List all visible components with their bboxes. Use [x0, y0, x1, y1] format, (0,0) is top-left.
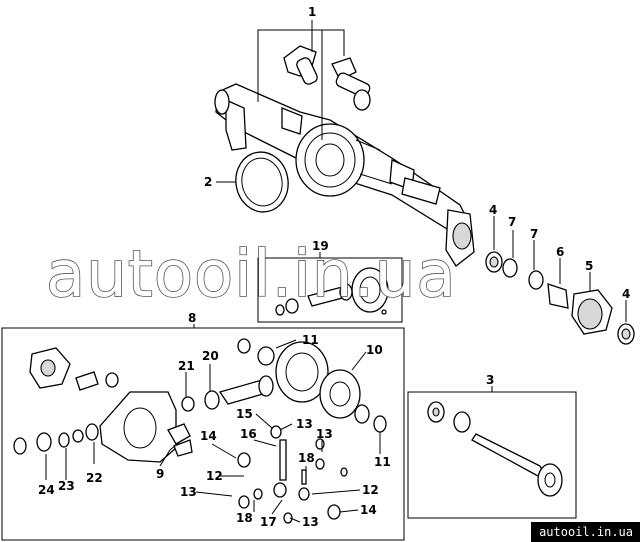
box-8-leaders: [45, 339, 381, 523]
callout-11a: 11: [302, 333, 319, 347]
box-8: [1, 327, 405, 541]
callout-19: 19: [312, 239, 329, 253]
differential-parts: [13, 338, 387, 524]
callout-18a: 18: [298, 451, 315, 465]
axle-shaft: [427, 401, 563, 497]
callout-1: 1: [308, 5, 316, 19]
callout-13c: 13: [180, 485, 197, 499]
callout-7b: 7: [530, 227, 538, 241]
callout-5: 5: [585, 259, 593, 273]
callout-6: 6: [556, 245, 564, 259]
callout-16: 16: [240, 427, 257, 441]
callout-24: 24: [38, 483, 55, 497]
axle-housing: [214, 83, 475, 267]
callout-12b: 12: [362, 483, 379, 497]
callout-23: 23: [58, 479, 75, 493]
ring-pinion-set: [275, 267, 389, 316]
callout-7a: 7: [508, 215, 516, 229]
footer-url[interactable]: autooil.in.ua: [531, 522, 640, 542]
callout-12a: 12: [206, 469, 223, 483]
hub-parts: [485, 251, 635, 345]
callout-22: 22: [86, 471, 103, 485]
callout-18b: 18: [236, 511, 253, 525]
callout-10: 10: [366, 343, 383, 357]
box-19: [257, 257, 403, 323]
callout-4a: 4: [489, 203, 497, 217]
callout-8: 8: [188, 311, 196, 325]
callout-20: 20: [202, 349, 219, 363]
callout-13d: 13: [302, 515, 319, 529]
callout-3: 3: [486, 373, 494, 387]
gasket: [235, 151, 289, 213]
callout-13a: 13: [296, 417, 313, 431]
callout-21: 21: [178, 359, 195, 373]
callout-2: 2: [204, 175, 212, 189]
callout-13b: 13: [316, 427, 333, 441]
callout-15: 15: [236, 407, 253, 421]
callout-4b: 4: [622, 287, 630, 301]
callout-14a: 14: [200, 429, 217, 443]
callout-11b: 11: [374, 455, 391, 469]
callout-9: 9: [156, 467, 164, 481]
watermark: autooil.in.ua: [46, 238, 457, 312]
callout-14b: 14: [360, 503, 377, 517]
callout-17: 17: [260, 515, 277, 529]
callout-1-leaders: [257, 20, 345, 140]
breather-parts: [283, 45, 371, 111]
